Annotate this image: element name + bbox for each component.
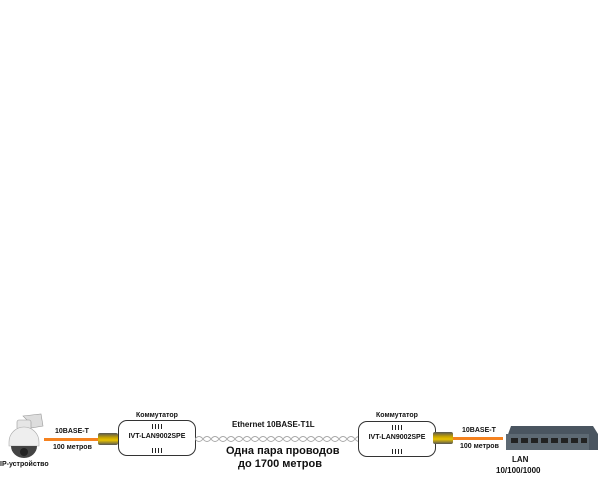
camera-label: IP-устройство: [0, 461, 49, 468]
switch-left-caption: Коммутатор: [136, 412, 178, 419]
ports-icon: [392, 449, 404, 454]
right-link-distance: 100 метров: [460, 443, 499, 450]
left-link-standard: 10BASE-T: [55, 428, 89, 435]
switch-right-box: IVT-LAN9002SPE: [358, 421, 436, 457]
trunk-line1: Одна пара проводов: [226, 445, 340, 457]
cable-left: [44, 438, 98, 441]
trunk-line2: до 1700 метров: [238, 458, 322, 470]
switch-right-model: IVT-LAN9002SPE: [368, 434, 426, 441]
trunk-title: Ethernet 10BASE-T1L: [232, 420, 315, 429]
ports-icon: [392, 425, 404, 430]
right-link-standard: 10BASE-T: [462, 427, 496, 434]
rj45-connector-icon: [433, 432, 453, 444]
lan-speed: 10/100/1000: [496, 466, 541, 475]
ip-camera-icon: [8, 413, 44, 458]
switch-left-box: IVT-LAN9002SPE: [118, 420, 196, 456]
switch-left-model: IVT-LAN9002SPE: [128, 433, 186, 440]
left-link-distance: 100 метров: [53, 444, 92, 451]
ports-icon: [152, 448, 164, 453]
lan-label: LAN: [512, 455, 529, 464]
ports-icon: [152, 424, 164, 429]
rj45-connector-icon: [98, 433, 118, 445]
switch-right-caption: Коммутатор: [376, 412, 418, 419]
lan-switch-icon: [506, 426, 598, 450]
cable-right: [453, 437, 503, 440]
twisted-pair-cable: [195, 436, 359, 442]
